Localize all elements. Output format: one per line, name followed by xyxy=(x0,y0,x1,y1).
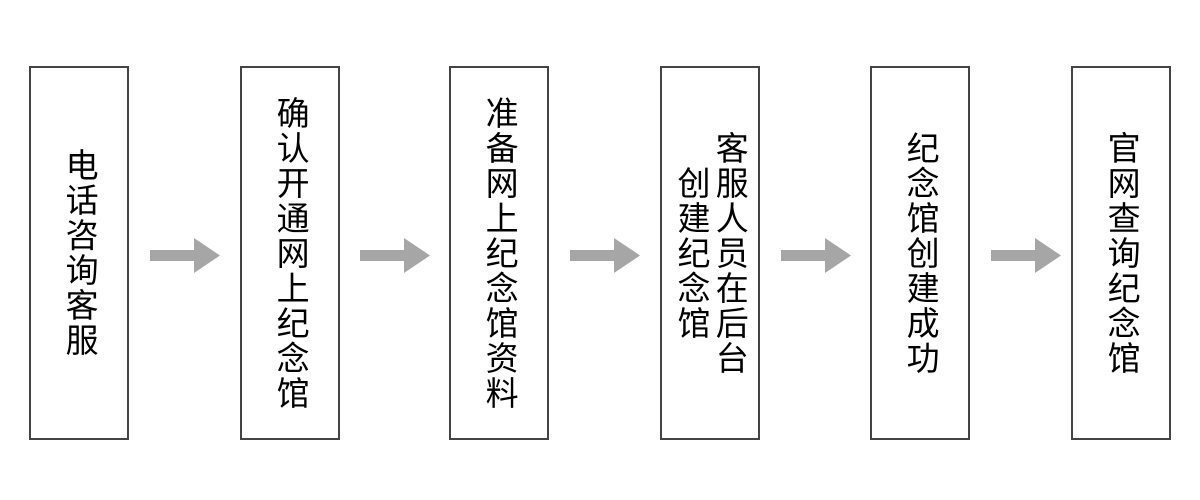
flow-node-2-label: 确认开通网上纪念馆 xyxy=(271,95,311,411)
arrow-5 xyxy=(991,238,1061,273)
arrow-2 xyxy=(360,238,430,273)
flow-node-5-label: 纪念馆创建成功 xyxy=(901,130,941,376)
flow-node-4-label-col2: 创建纪念馆 xyxy=(672,165,711,341)
flow-node-3-label: 准备网上纪念馆资料 xyxy=(480,95,520,411)
flow-node-4[interactable]: 客服人员在后台 创建纪念馆 xyxy=(660,66,760,440)
flow-node-6-label: 官网查询纪念馆 xyxy=(1102,130,1142,376)
flow-node-6[interactable]: 官网查询纪念馆 xyxy=(1071,66,1171,440)
flow-node-3[interactable]: 准备网上纪念馆资料 xyxy=(449,66,549,440)
arrow-1 xyxy=(150,238,220,273)
flow-node-1[interactable]: 电话咨询客服 xyxy=(29,66,129,440)
arrow-4 xyxy=(781,238,851,273)
arrow-3 xyxy=(570,238,640,273)
flow-node-1-label: 电话咨询客服 xyxy=(60,148,100,358)
flow-node-5[interactable]: 纪念馆创建成功 xyxy=(870,66,970,440)
flow-node-4-label-col1: 客服人员在后台 xyxy=(710,130,750,376)
flow-node-2[interactable]: 确认开通网上纪念馆 xyxy=(240,66,340,440)
